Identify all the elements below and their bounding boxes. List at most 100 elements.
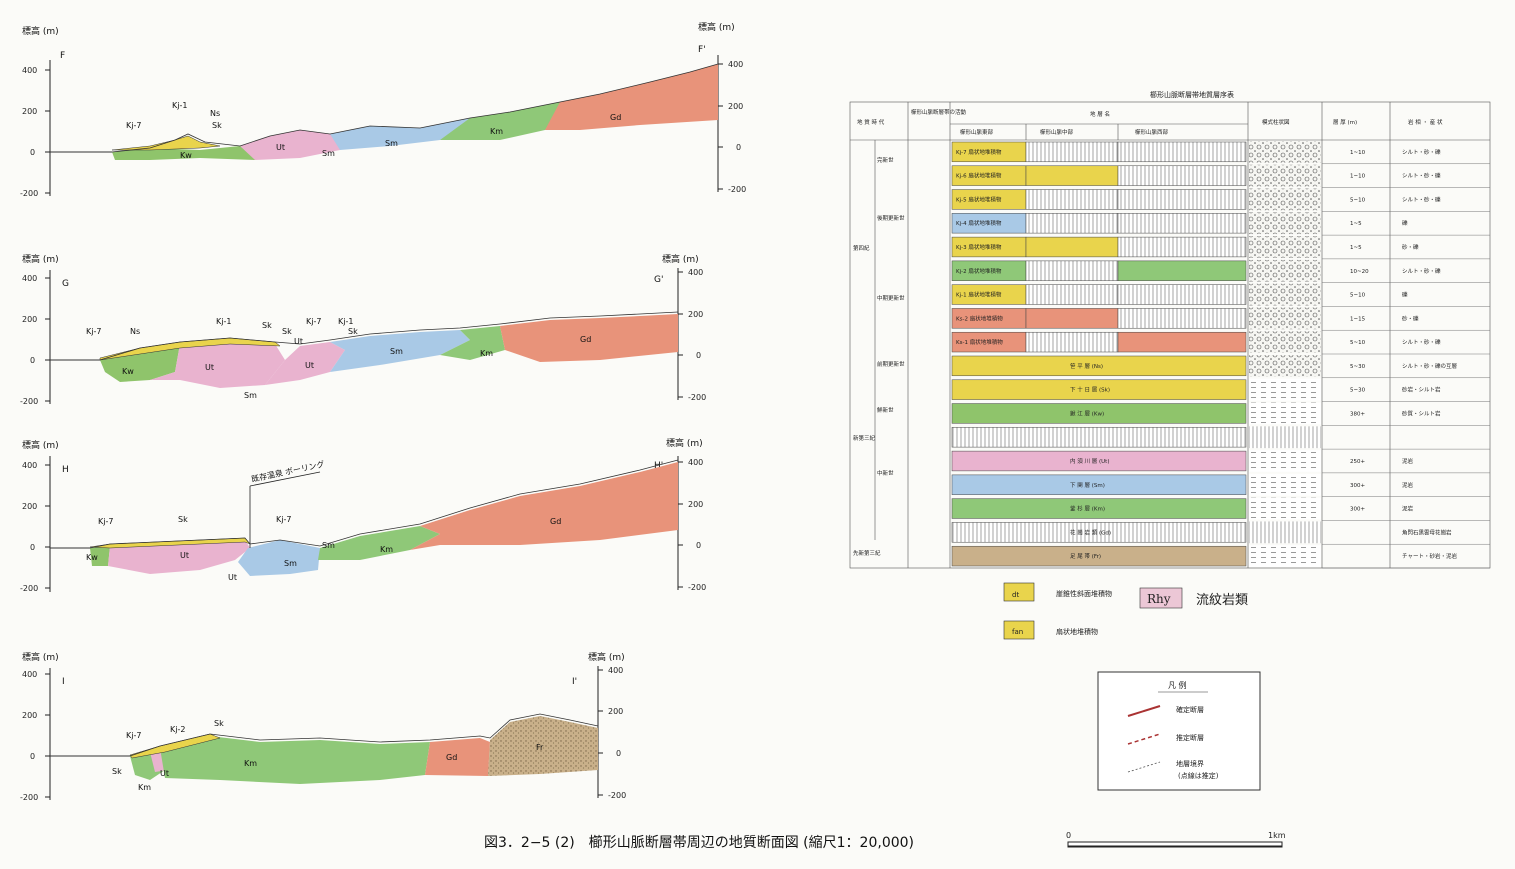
tick-label: 0: [30, 543, 35, 552]
row-unit-name: 笹 平 層 (Ns): [1070, 362, 1103, 370]
tick-label: 200: [608, 707, 623, 716]
legend-label: 扇状地堆積物: [1056, 627, 1098, 636]
unit-label: Km: [380, 545, 393, 554]
row-unit-name: 下 十 日 層 (Sk): [1070, 386, 1110, 394]
figure-caption: 図3．2−5 (2) 櫛形山脈断層帯周辺の地質断面図 (縮尺1：20,000): [484, 834, 914, 851]
key-boundary: [1127, 761, 1161, 773]
tick-label: 200: [688, 500, 703, 509]
row-unit-name: Kj-3 扇状地堆積物: [956, 243, 1002, 251]
header-cell: 地 質 時 代: [857, 118, 885, 126]
elev-unit-left: 標高 (m): [22, 651, 59, 663]
header-cell: 櫛形山脈東部: [960, 128, 994, 136]
row-lithology: シルト・砂・礫の互層: [1402, 362, 1457, 370]
tick-label: 400: [22, 274, 37, 283]
legend-code: Rhy: [1147, 592, 1171, 606]
section-id-right: F': [698, 45, 706, 55]
row-lithology: シルト・砂・礫: [1402, 172, 1441, 180]
unit-label: Kj-7: [98, 517, 113, 526]
tick-label: 400: [608, 666, 623, 675]
tick-label: -200: [688, 393, 706, 402]
section-id-right: G': [654, 275, 663, 285]
table-row: 笹 平 層 (Ns) 5~30 シルト・砂・礫の互層: [951, 355, 1490, 379]
era-label: 前期更新世: [877, 360, 905, 368]
unit-label: Kw: [122, 367, 134, 376]
row-thickness: 1~5: [1350, 221, 1362, 227]
tick-label: -200: [688, 583, 706, 592]
row-lithology: 礫: [1402, 219, 1408, 227]
legend-code: dt: [1012, 591, 1019, 599]
row-unit-name: 下 関 層 (Sm): [1070, 482, 1105, 489]
row-lithology: 砂岩・シルト岩: [1402, 386, 1441, 394]
unit-label: Sm: [244, 391, 257, 400]
section-f: 標高 (m) 標高 (m) F F' 400 200 0 -200 400 20…: [20, 21, 746, 198]
elev-unit-right: 標高 (m): [588, 651, 625, 663]
row-unit-name: Kj-6 扇状地堆積物: [956, 172, 1002, 180]
elev-unit-right: 標高 (m): [666, 437, 703, 449]
legend-swatch-rhy: [1139, 587, 1183, 609]
unit-label: Kj-7: [126, 121, 141, 130]
legend-label: 流紋岩類: [1196, 593, 1248, 608]
unit-label: Kw: [86, 553, 98, 562]
row-unit-name: Ks-2 扇状地堆積物: [956, 314, 1003, 322]
tick-label: 400: [688, 458, 703, 467]
row-thickness: 1~10: [1350, 174, 1366, 180]
section-id-left: I: [62, 677, 65, 687]
unit-gd: [545, 64, 718, 130]
period-label: 第四紀: [853, 244, 870, 252]
unit-label: Sk: [282, 327, 292, 336]
key-title: 凡 例: [1168, 680, 1187, 690]
unit-label: Ut: [180, 551, 189, 560]
unit-sm: [330, 118, 480, 150]
era-label: 先新第三紀: [853, 549, 881, 557]
row-unit-name: Kj-5 扇状地堆積物: [956, 195, 1002, 203]
tick-label: -200: [20, 397, 38, 406]
key-label: (点線は推定): [1178, 771, 1219, 780]
unit-label: Sm: [322, 541, 335, 550]
unit-label: Kj-7: [306, 317, 321, 326]
row-lithology: シルト・砂・礫: [1402, 267, 1441, 275]
tick-label: -200: [608, 791, 626, 800]
table-row: 花 崗 岩 類 (Gd) 角閃石黒雲母花崗岩: [951, 521, 1490, 545]
unit-label: Ns: [210, 109, 220, 118]
stratigraphic-table: 櫛形山脈断層帯地質層序表 地 質 時 代 櫛形山脈断層帯の活動 地 層 名 櫛形…: [849, 90, 1491, 569]
row-unit-name: 花 崗 岩 類 (Gd): [1070, 528, 1111, 536]
era-label: 中期更新世: [877, 294, 905, 302]
tick-label: 400: [22, 670, 37, 679]
scale-bar: 0 1km: [1066, 831, 1286, 848]
row-thickness: 10~20: [1350, 269, 1369, 275]
tick-label: -200: [20, 793, 38, 802]
row-lithology: シルト・砂・礫: [1402, 195, 1441, 203]
row-lithology: チャート・砂岩・泥岩: [1402, 552, 1457, 560]
key-certain-fault: [1127, 705, 1161, 717]
header-cell: 地 層 名: [1090, 110, 1110, 118]
unit-label: Ut: [205, 363, 214, 372]
unit-label: Kw: [180, 151, 192, 160]
unit-label: Gd: [610, 113, 621, 122]
row-thickness: 5~30: [1350, 364, 1366, 370]
unit-label: Ns: [130, 327, 140, 336]
row-thickness: 5~10: [1350, 293, 1366, 299]
tick-label: 200: [22, 502, 37, 511]
unit-label: Kj-7: [276, 515, 291, 524]
row-lithology: 砂・礫: [1402, 314, 1419, 322]
unit-label: Kj-2: [170, 725, 185, 734]
legend-code: fan: [1012, 628, 1023, 636]
row-lithology: 角閃石黒雲母花崗岩: [1402, 528, 1452, 536]
unit-label: Km: [490, 127, 503, 136]
unit-label: Sk: [348, 327, 358, 336]
table-title: 櫛形山脈断層帯地質層序表: [1150, 90, 1234, 99]
row-unit-name: 釜 杉 層 (Km): [1070, 505, 1105, 513]
section-id-left: G: [62, 279, 69, 289]
tick-label: -200: [20, 189, 38, 198]
unit-label: Ut: [160, 769, 169, 778]
section-id-left: H: [62, 465, 69, 475]
unit-label: Kj-7: [126, 731, 141, 740]
row-unit-name: Ks-1 扇状地堆積物: [956, 338, 1003, 346]
legend-swatch-fan: [1003, 620, 1035, 640]
row-thickness: 1~5: [1350, 245, 1362, 251]
row-thickness: 250+: [1350, 459, 1365, 465]
table-row: 内 須 川 層 (Ut)250+泥岩: [951, 450, 1490, 474]
